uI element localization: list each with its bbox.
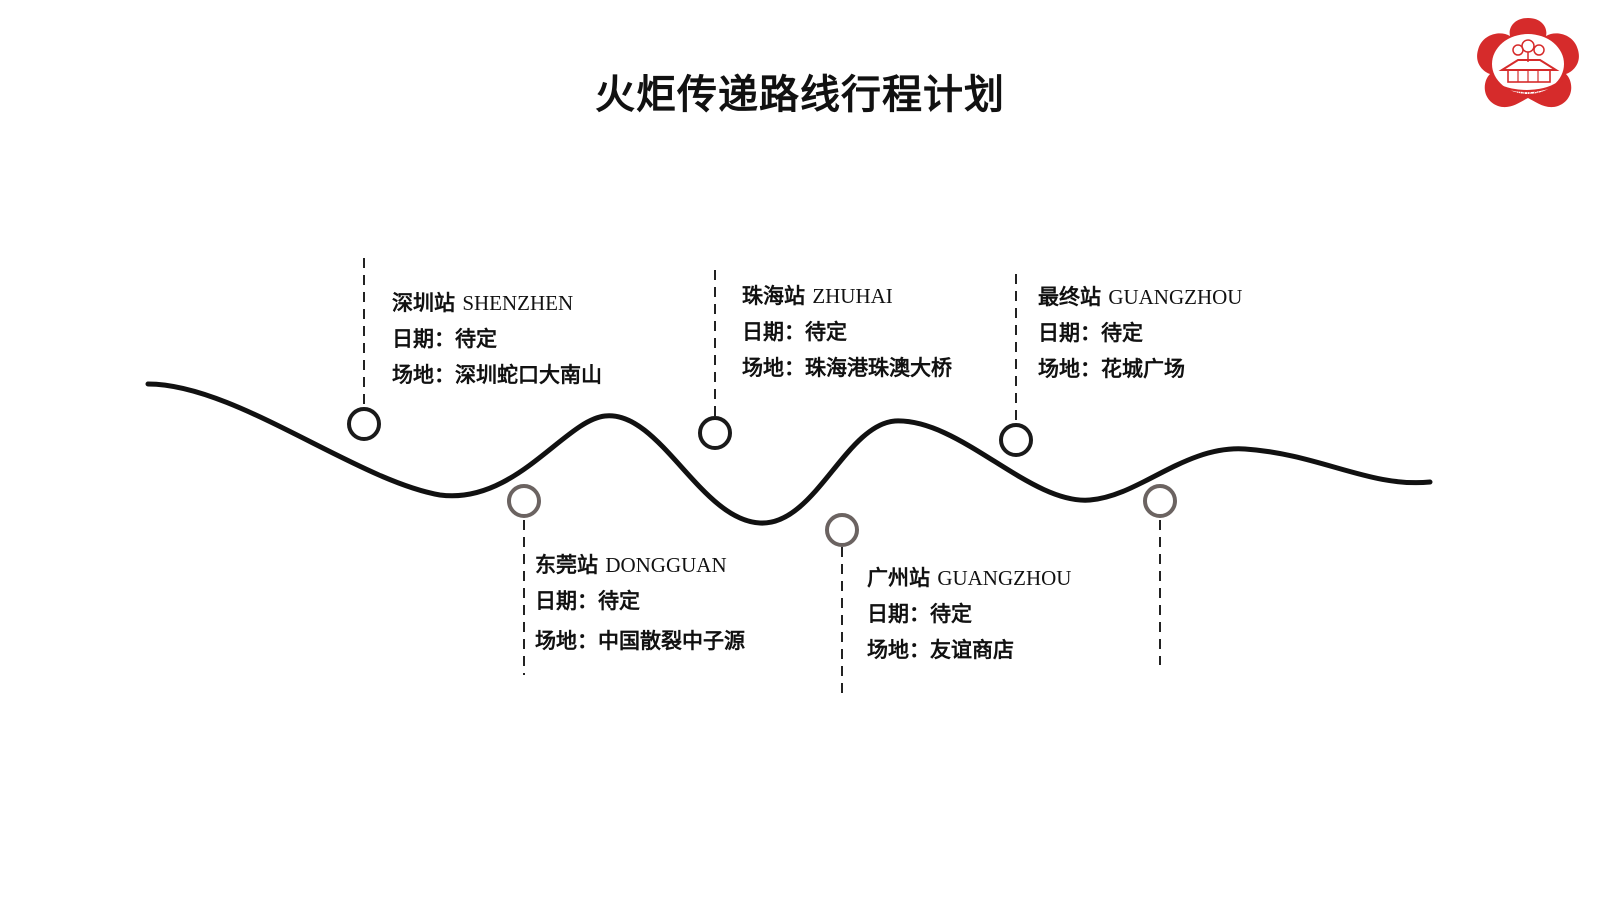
red-plum-blossom-logo-icon: XINHUA CUN [1477, 18, 1579, 108]
date-value: 待定 [930, 601, 972, 626]
stop-name-cn: 珠海站 [742, 283, 805, 308]
stop-name-en: ZHUHAI [812, 284, 893, 308]
page-title: 火炬传递路线行程计划 [595, 71, 1005, 118]
node-end [1143, 484, 1177, 518]
stop-venue: 场地：珠海港珠澳大桥 [742, 350, 952, 386]
venue-value: 珠海港珠澳大桥 [805, 355, 952, 380]
stop-final: 最终站 GUANGZHOU 日期：待定 场地：花城广场 [1038, 279, 1242, 387]
stop-title: 最终站 GUANGZHOU [1038, 279, 1242, 315]
node-zhuhai [698, 416, 732, 450]
stop-title: 东莞站 DONGGUAN [535, 547, 745, 583]
stop-name-cn: 广州站 [867, 565, 930, 590]
stop-date: 日期：待定 [742, 314, 952, 350]
stop-name-cn: 最终站 [1038, 284, 1101, 309]
stop-venue: 场地：友谊商店 [867, 632, 1071, 668]
stop-title: 珠海站 ZHUHAI [742, 278, 952, 314]
stop-shenzhen: 深圳站 SHENZHEN 日期：待定 场地：深圳蛇口大南山 [392, 285, 602, 393]
venue-value: 友谊商店 [930, 637, 1014, 662]
venue-value: 深圳蛇口大南山 [455, 362, 602, 387]
stop-venue: 场地：深圳蛇口大南山 [392, 357, 602, 393]
stop-date: 日期：待定 [867, 596, 1071, 632]
stop-dongguan: 东莞站 DONGGUAN 日期：待定 场地：中国散裂中子源 [535, 547, 745, 659]
stop-guangzhou: 广州站 GUANGZHOU 日期：待定 场地：友谊商店 [867, 560, 1071, 668]
stop-venue: 场地：花城广场 [1038, 351, 1242, 387]
date-label: 日期： [867, 601, 930, 626]
node-shenzhen [347, 407, 381, 441]
date-label: 日期： [535, 588, 598, 613]
route-line [145, 381, 1433, 526]
node-final [999, 423, 1033, 457]
stop-date: 日期：待定 [392, 321, 602, 357]
venue-label: 场地： [742, 355, 805, 380]
stop-name-en: GUANGZHOU [937, 566, 1072, 590]
venue-value: 花城广场 [1101, 356, 1185, 381]
node-dongguan [507, 484, 541, 518]
date-label: 日期： [1038, 320, 1101, 345]
date-label: 日期： [742, 319, 805, 344]
stop-name-cn: 深圳站 [392, 290, 455, 315]
venue-label: 场地： [1038, 356, 1101, 381]
venue-label: 场地： [392, 362, 455, 387]
logo-text: XINHUA CUN [1509, 92, 1546, 98]
stop-name-en: DONGGUAN [605, 553, 727, 577]
stop-title: 广州站 GUANGZHOU [867, 560, 1071, 596]
venue-value: 中国散裂中子源 [598, 628, 745, 653]
stop-date: 日期：待定 [1038, 315, 1242, 351]
stop-venue: 场地：中国散裂中子源 [535, 623, 745, 659]
stop-name-cn: 东莞站 [535, 552, 598, 577]
date-value: 待定 [598, 588, 640, 613]
node-guangzhou [825, 513, 859, 547]
date-value: 待定 [805, 319, 847, 344]
stop-title: 深圳站 SHENZHEN [392, 285, 602, 321]
stop-zhuhai: 珠海站 ZHUHAI 日期：待定 场地：珠海港珠澳大桥 [742, 278, 952, 386]
date-value: 待定 [1101, 320, 1143, 345]
stop-date: 日期：待定 [535, 583, 745, 619]
date-value: 待定 [455, 326, 497, 351]
stop-name-en: SHENZHEN [462, 291, 574, 315]
stop-name-en: GUANGZHOU [1108, 285, 1243, 309]
venue-label: 场地： [867, 637, 930, 662]
date-label: 日期： [392, 326, 455, 351]
venue-label: 场地： [535, 628, 598, 653]
